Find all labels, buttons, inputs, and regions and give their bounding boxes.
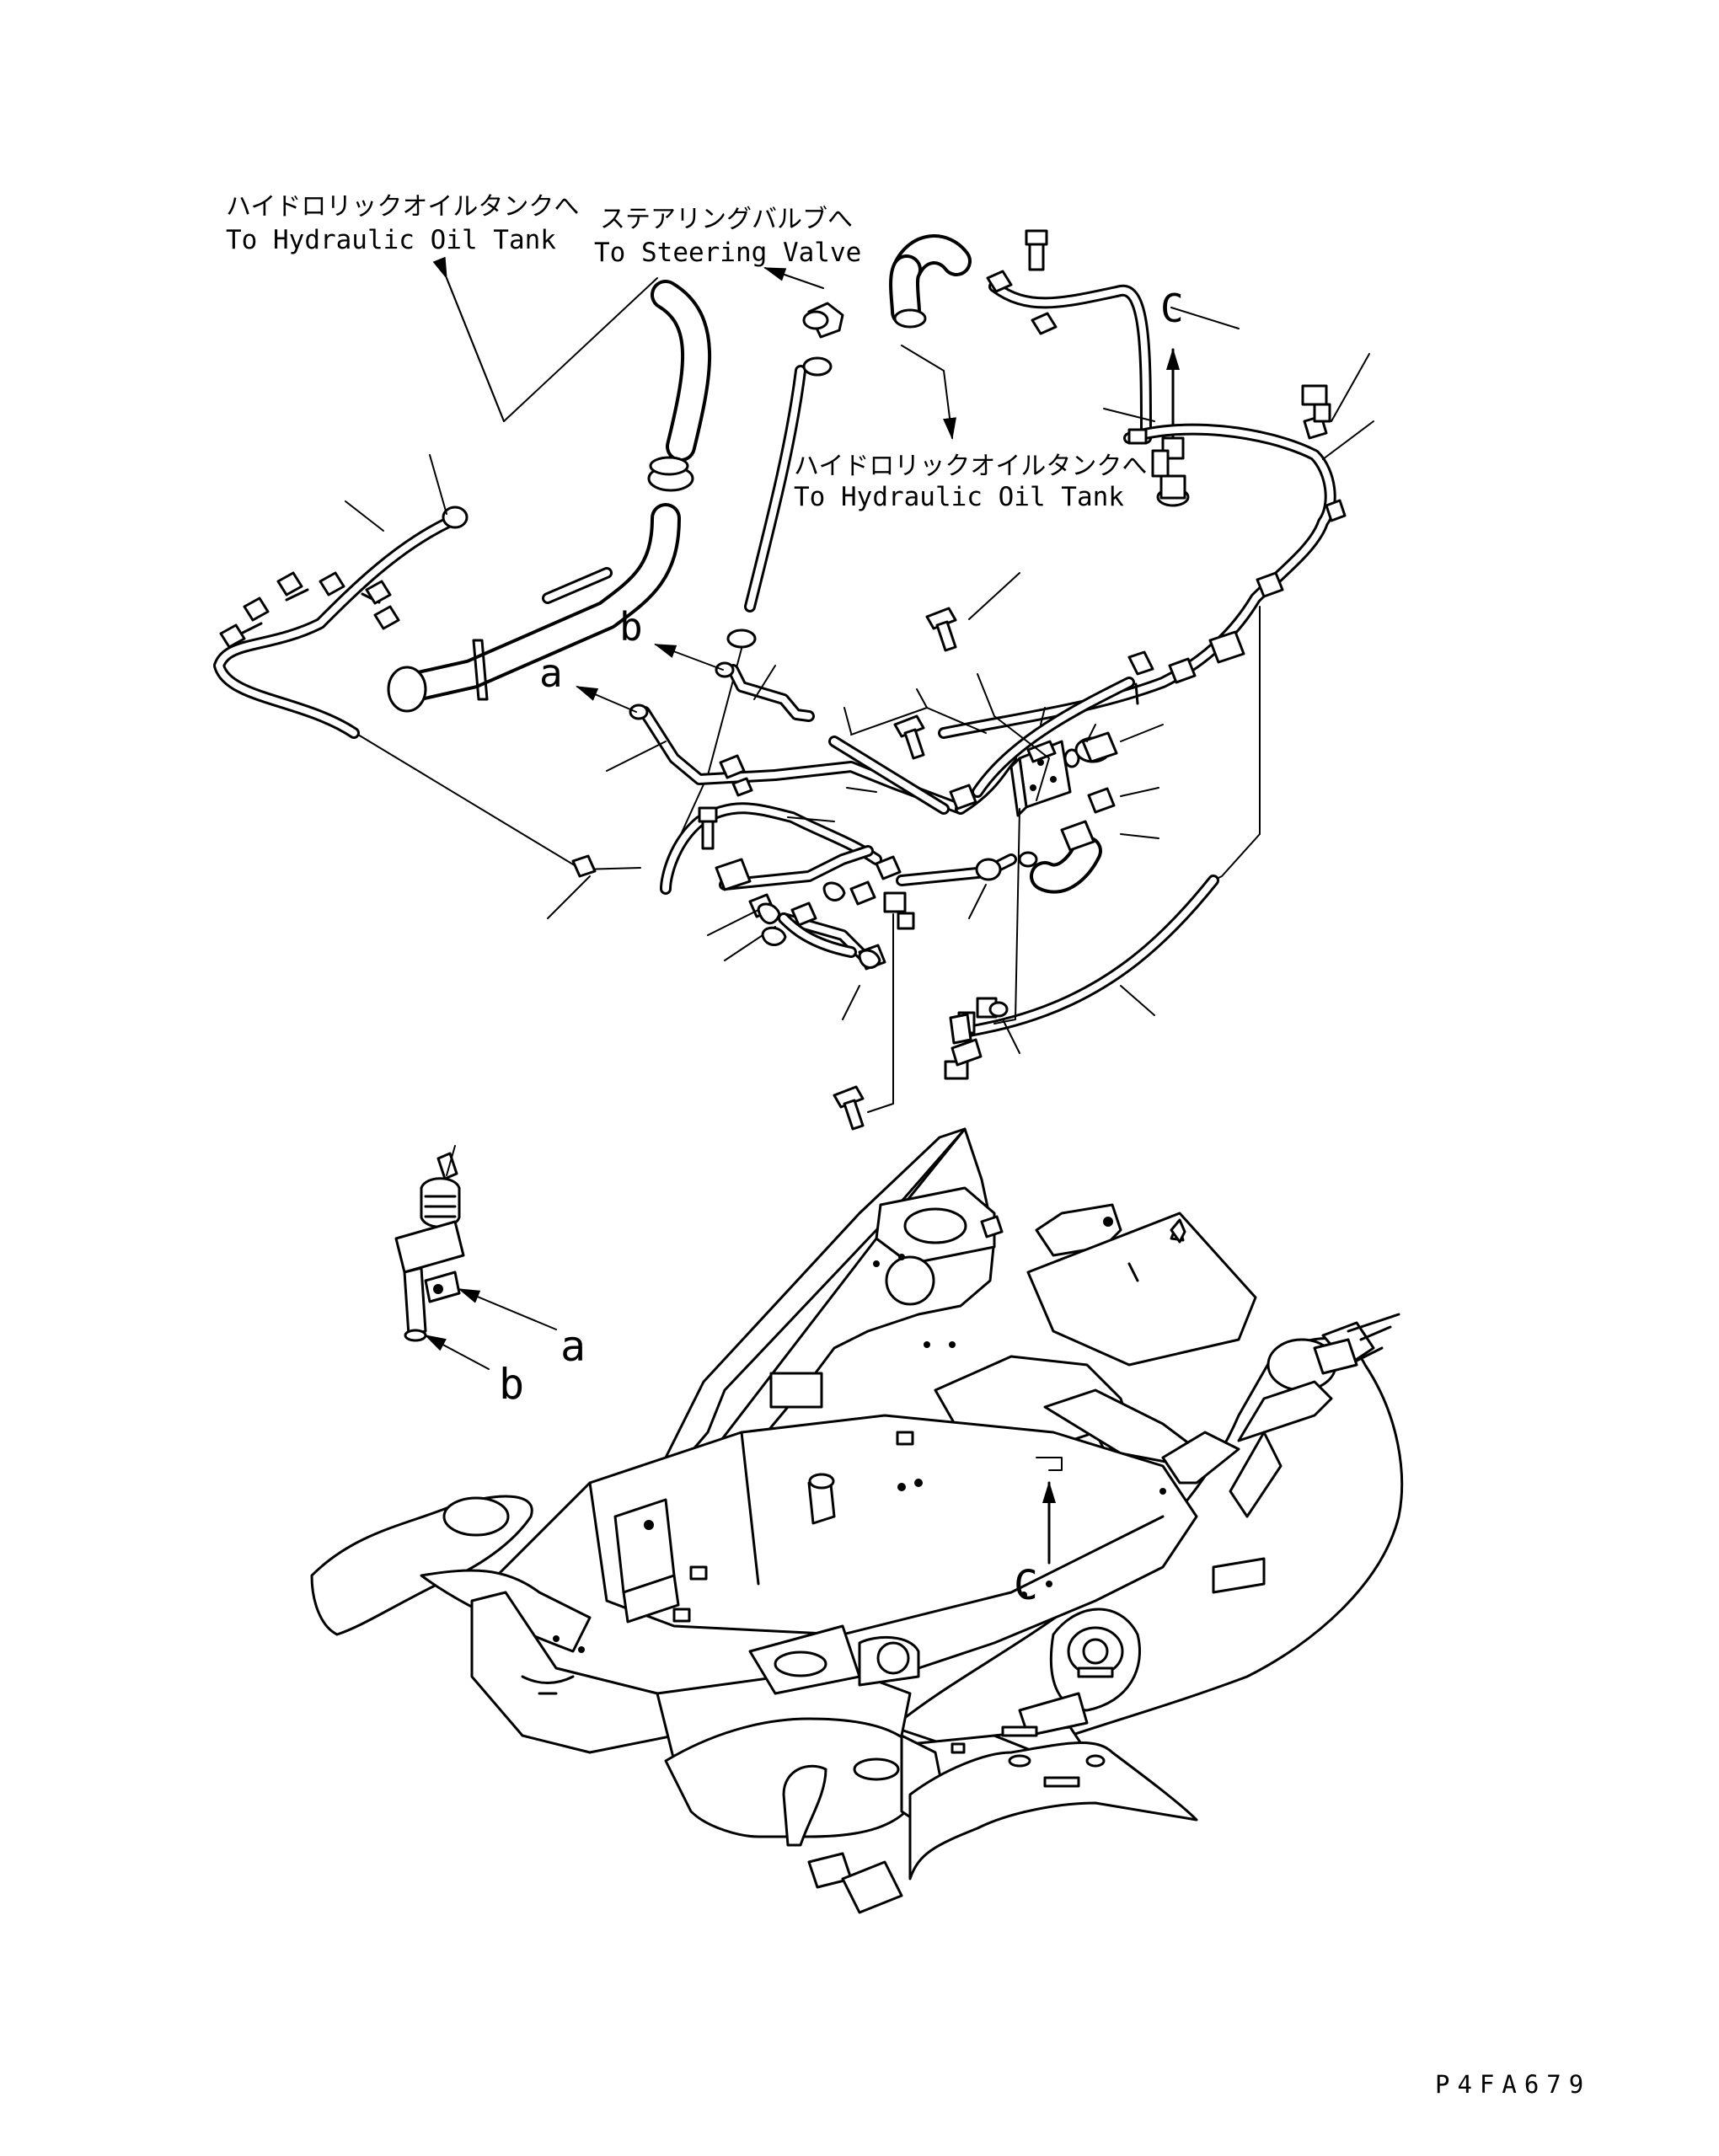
callout-jp-text: ステアリングバルブへ bbox=[600, 205, 853, 234]
upper-right-tank-line bbox=[889, 229, 1152, 444]
connection-a-upper: a bbox=[539, 650, 637, 713]
callout-en-text: To Steering Valve bbox=[594, 238, 861, 268]
tank-return-hose bbox=[387, 280, 712, 713]
label-a-lower: a bbox=[560, 1322, 586, 1371]
left-hose-assembly bbox=[213, 506, 469, 739]
valve-block-hoses bbox=[778, 731, 1118, 958]
part-leaders bbox=[345, 307, 1374, 1054]
drawing-number: P4FA679 bbox=[1435, 2070, 1591, 2099]
label-b-lower: b bbox=[499, 1360, 524, 1409]
bolt-leader bbox=[867, 913, 894, 1113]
callout-to-steering-valve: ステアリングバルブへ To Steering Valve bbox=[594, 205, 861, 268]
callout-leaders bbox=[432, 256, 956, 440]
valve-leader bbox=[977, 673, 1050, 801]
right-lower-hose bbox=[944, 875, 1219, 1080]
connection-c-lower: C bbox=[1014, 1457, 1063, 1609]
connection-b-upper: b bbox=[619, 604, 724, 671]
connection-a-lower: a bbox=[458, 1288, 586, 1371]
pilot-line-left bbox=[357, 734, 641, 870]
callout-jp-text: ハイドロリックオイルタンクへ bbox=[794, 452, 1147, 481]
lower-left-clamps bbox=[757, 881, 881, 969]
bolts bbox=[833, 449, 1170, 1131]
clamp bbox=[571, 854, 597, 878]
upper-piping-assembly: C bbox=[213, 229, 1374, 1131]
label-c-lower: C bbox=[1014, 1562, 1038, 1609]
callout-to-hydraulic-oil-tank-left: ハイドロリックオイルタンクへ To Hydraulic Oil Tank bbox=[226, 192, 579, 255]
center-pipes bbox=[629, 661, 1135, 971]
label-a-upper: a bbox=[539, 650, 563, 696]
callout-jp-text: ハイドロリックオイルタンクへ bbox=[226, 192, 579, 222]
label-b-upper: b bbox=[619, 604, 643, 650]
callout-en-text: To Hydraulic Oil Tank bbox=[226, 225, 556, 255]
chassis-frame bbox=[310, 1127, 1404, 1914]
brake-valve-assembly bbox=[394, 1145, 465, 1342]
connection-b-lower: b bbox=[424, 1335, 524, 1409]
callout-to-hydraulic-oil-tank-mid: ハイドロリックオイルタンクへ To Hydraulic Oil Tank bbox=[794, 452, 1147, 512]
valve-block bbox=[993, 740, 1080, 1025]
right-pipe-loop bbox=[938, 384, 1347, 739]
callout-en-text: To Hydraulic Oil Tank bbox=[794, 482, 1124, 512]
